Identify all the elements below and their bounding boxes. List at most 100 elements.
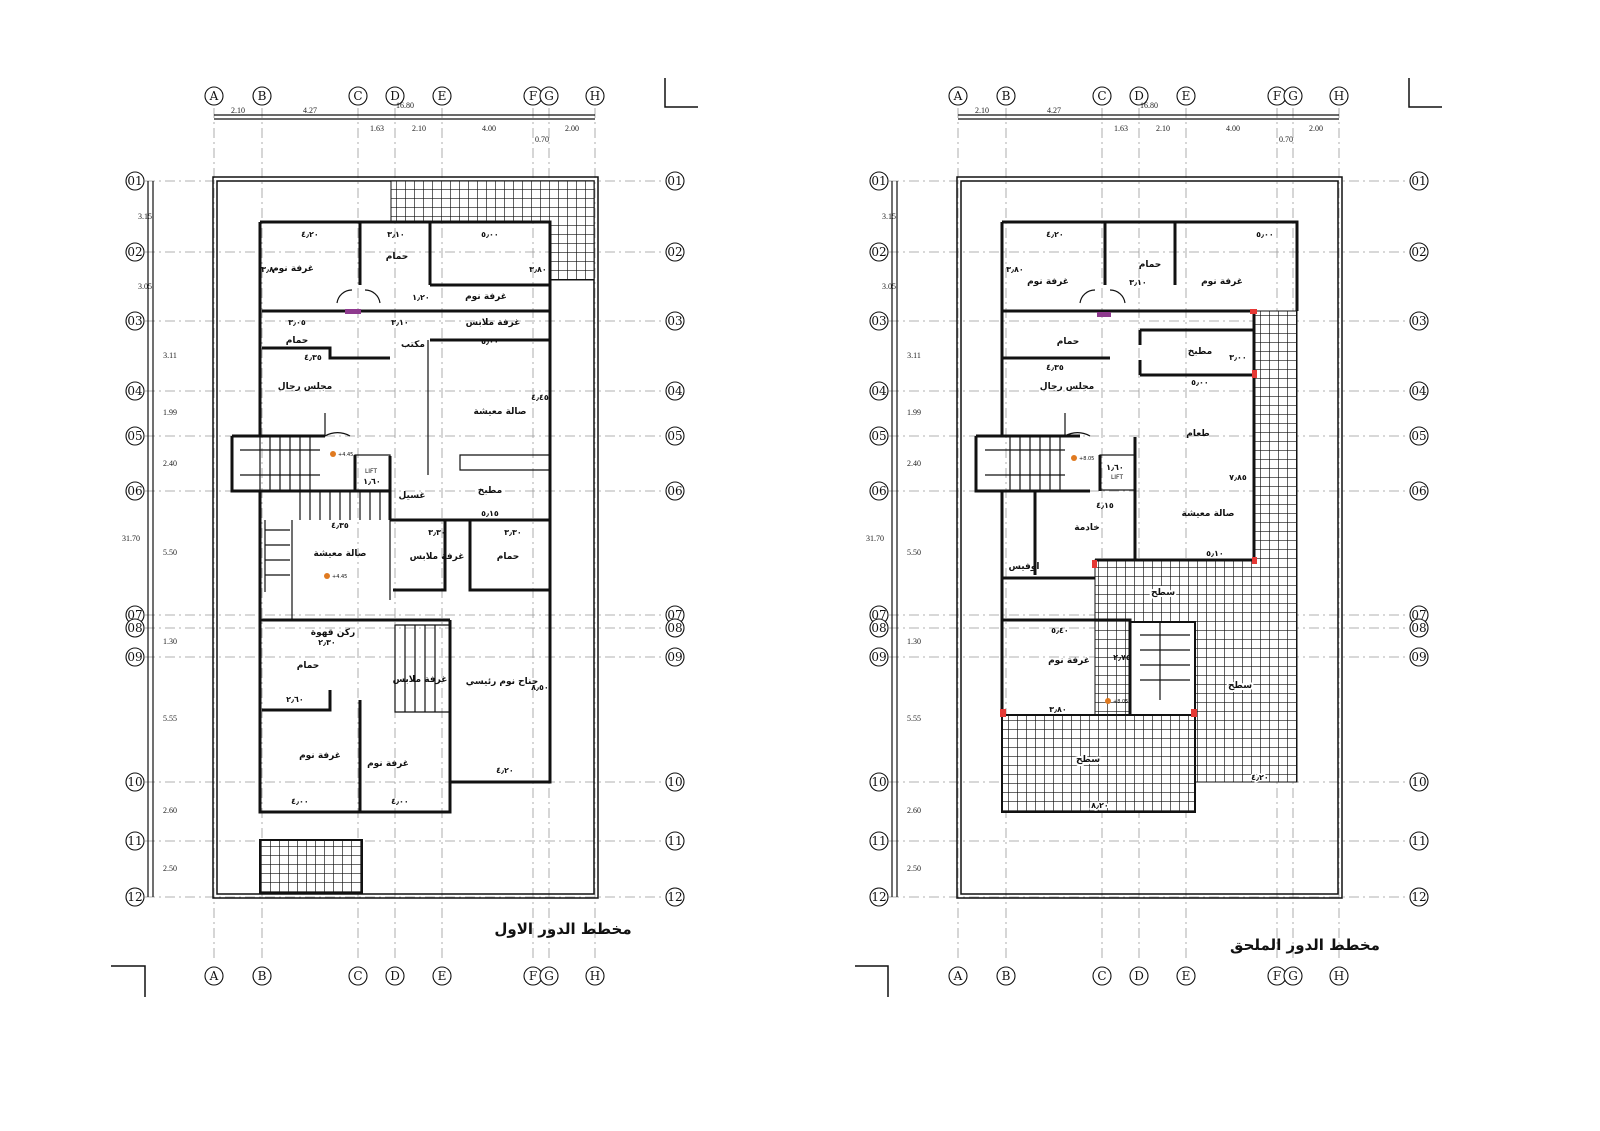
room-dimension: ٣٫٨٠: [1049, 705, 1067, 714]
dimension-label: 2.40: [907, 459, 921, 468]
grid-bubble: [869, 647, 889, 667]
column-marker: [1191, 709, 1197, 717]
grid-row-label: 01: [871, 174, 886, 188]
grid-column-label: C: [353, 89, 362, 103]
grid-column-label: G: [544, 969, 554, 983]
room-dimension: ٤٫١٥: [1096, 501, 1114, 510]
grid-bubble: [1409, 481, 1429, 501]
grid-bubble: [1409, 242, 1429, 262]
dimension-label: 5.50: [907, 548, 921, 557]
room-dimension: ٤٫٠٠: [291, 797, 309, 806]
room-dimension: ٨٫٥٠: [531, 683, 549, 692]
grid-bubble: [1329, 86, 1349, 106]
room-dimension: ٥٫٠٠: [481, 337, 499, 346]
grid-row-label: 06: [1411, 484, 1426, 498]
room-label: غرفة نوم: [1027, 277, 1069, 287]
dimension-label: 3.11: [907, 351, 921, 360]
dimension-label: 1.30: [163, 637, 177, 646]
room-dimension: ٣٫١٠: [387, 230, 405, 239]
room-dimension: ٨٫٢٠: [1091, 801, 1109, 810]
plot-boundary-inner: [216, 180, 595, 895]
grid-column-label: C: [353, 969, 362, 983]
column-marker: [1000, 709, 1006, 717]
elevation-label: +8.05: [1113, 699, 1128, 705]
stair-core: [1129, 621, 1196, 716]
grid-bubble: [125, 772, 145, 792]
room-dimension: ٢٫٧٥: [1113, 653, 1131, 662]
grid-column-label: F: [1273, 969, 1281, 983]
grid-row-label: 03: [1411, 314, 1426, 328]
plot-boundary-inner: [960, 180, 1339, 895]
grid-row-label: 09: [127, 650, 142, 664]
plan-title: مخطط الدور الاول: [494, 920, 631, 938]
room-label: مكتب: [401, 340, 425, 350]
grid-row-label: 09: [667, 650, 682, 664]
grid-bubble: [869, 381, 889, 401]
grid-bubble: [1409, 311, 1429, 331]
grid-row-label: 11: [871, 834, 886, 848]
grid-row-label: 05: [127, 429, 142, 443]
grid-bubble: [1092, 86, 1112, 106]
grid-row-label: 03: [667, 314, 682, 328]
grid-bubble: [665, 887, 685, 907]
room-dimension: ٤٫٢٠: [301, 230, 319, 239]
room-dimension: ٣٫٣٠: [428, 528, 446, 537]
grid-bubble: [869, 242, 889, 262]
grid-bubble: [585, 86, 605, 106]
grid-column-label: B: [258, 89, 267, 103]
room-dimension: ٣٫٣٠: [504, 528, 522, 537]
grid-bubble: [1129, 966, 1149, 986]
grid-bubble: [385, 86, 405, 106]
room-label: صالة معيشة: [474, 407, 527, 417]
elevation-marker-icon: [1071, 455, 1077, 461]
room-label: مجلس رجال: [1040, 382, 1094, 392]
dimension-label: 2.50: [163, 864, 177, 873]
room-dimension: ١٫٦٠: [1106, 463, 1124, 472]
grid-column-label: H: [590, 89, 600, 103]
grid-column-label: E: [1182, 89, 1191, 103]
grid-column-label: G: [1288, 969, 1298, 983]
room-dimension: ٣٫٠٥: [288, 318, 306, 327]
dimension-label: 0.70: [535, 135, 549, 144]
elevation-label: +4.45: [338, 452, 353, 458]
grid-row-label: 12: [667, 890, 682, 904]
grid-column-label: A: [953, 969, 963, 983]
room-label: حمام: [386, 252, 409, 262]
grid-column-label: B: [258, 969, 267, 983]
grid-bubble: [665, 171, 685, 191]
grid-row-label: 02: [667, 245, 682, 259]
grid-row-label: 06: [127, 484, 142, 498]
grid-bubble: [948, 966, 968, 986]
grid-row-label: 08: [871, 621, 886, 635]
room-dimension: ٢٫٦٠: [286, 695, 304, 704]
dimension-label: 1.99: [907, 408, 921, 417]
dimension-label: 5.55: [907, 714, 921, 723]
roof-terrace-hatch: [1001, 714, 1196, 813]
dimension-label: 0.70: [1279, 135, 1293, 144]
lift-label: LIFT: [1111, 474, 1123, 481]
grid-bubble: [869, 772, 889, 792]
dimension-label: 1.30: [907, 637, 921, 646]
room-dimension: ٣٫٠٠: [1229, 353, 1247, 362]
room-dimension: ٥٫٠٠: [1256, 230, 1274, 239]
grid-bubble: [869, 171, 889, 191]
grid-column-label: E: [438, 969, 447, 983]
total-dimension-label: 31.70: [122, 534, 140, 543]
grid-column-label: D: [390, 969, 400, 983]
column-marker: [1092, 560, 1097, 568]
grid-bubble: [1409, 426, 1429, 446]
grid-row-label: 02: [871, 245, 886, 259]
room-dimension: ٥٫١٠: [1206, 549, 1224, 558]
plot-boundary: [212, 176, 599, 899]
grid-row-label: 02: [127, 245, 142, 259]
grid-bubble: [869, 311, 889, 331]
grid-column-label: B: [1002, 969, 1011, 983]
room-label: غرفة نوم: [367, 759, 409, 769]
dimension-label: 2.10: [412, 124, 426, 133]
dimension-label: 4.00: [482, 124, 496, 133]
grid-bubble: [948, 86, 968, 106]
parking-hatch: [259, 839, 363, 894]
grid-column-label: F: [529, 89, 537, 103]
dimension-label: 2.10: [1156, 124, 1170, 133]
room-dimension: ١٫٦٠: [363, 477, 381, 486]
